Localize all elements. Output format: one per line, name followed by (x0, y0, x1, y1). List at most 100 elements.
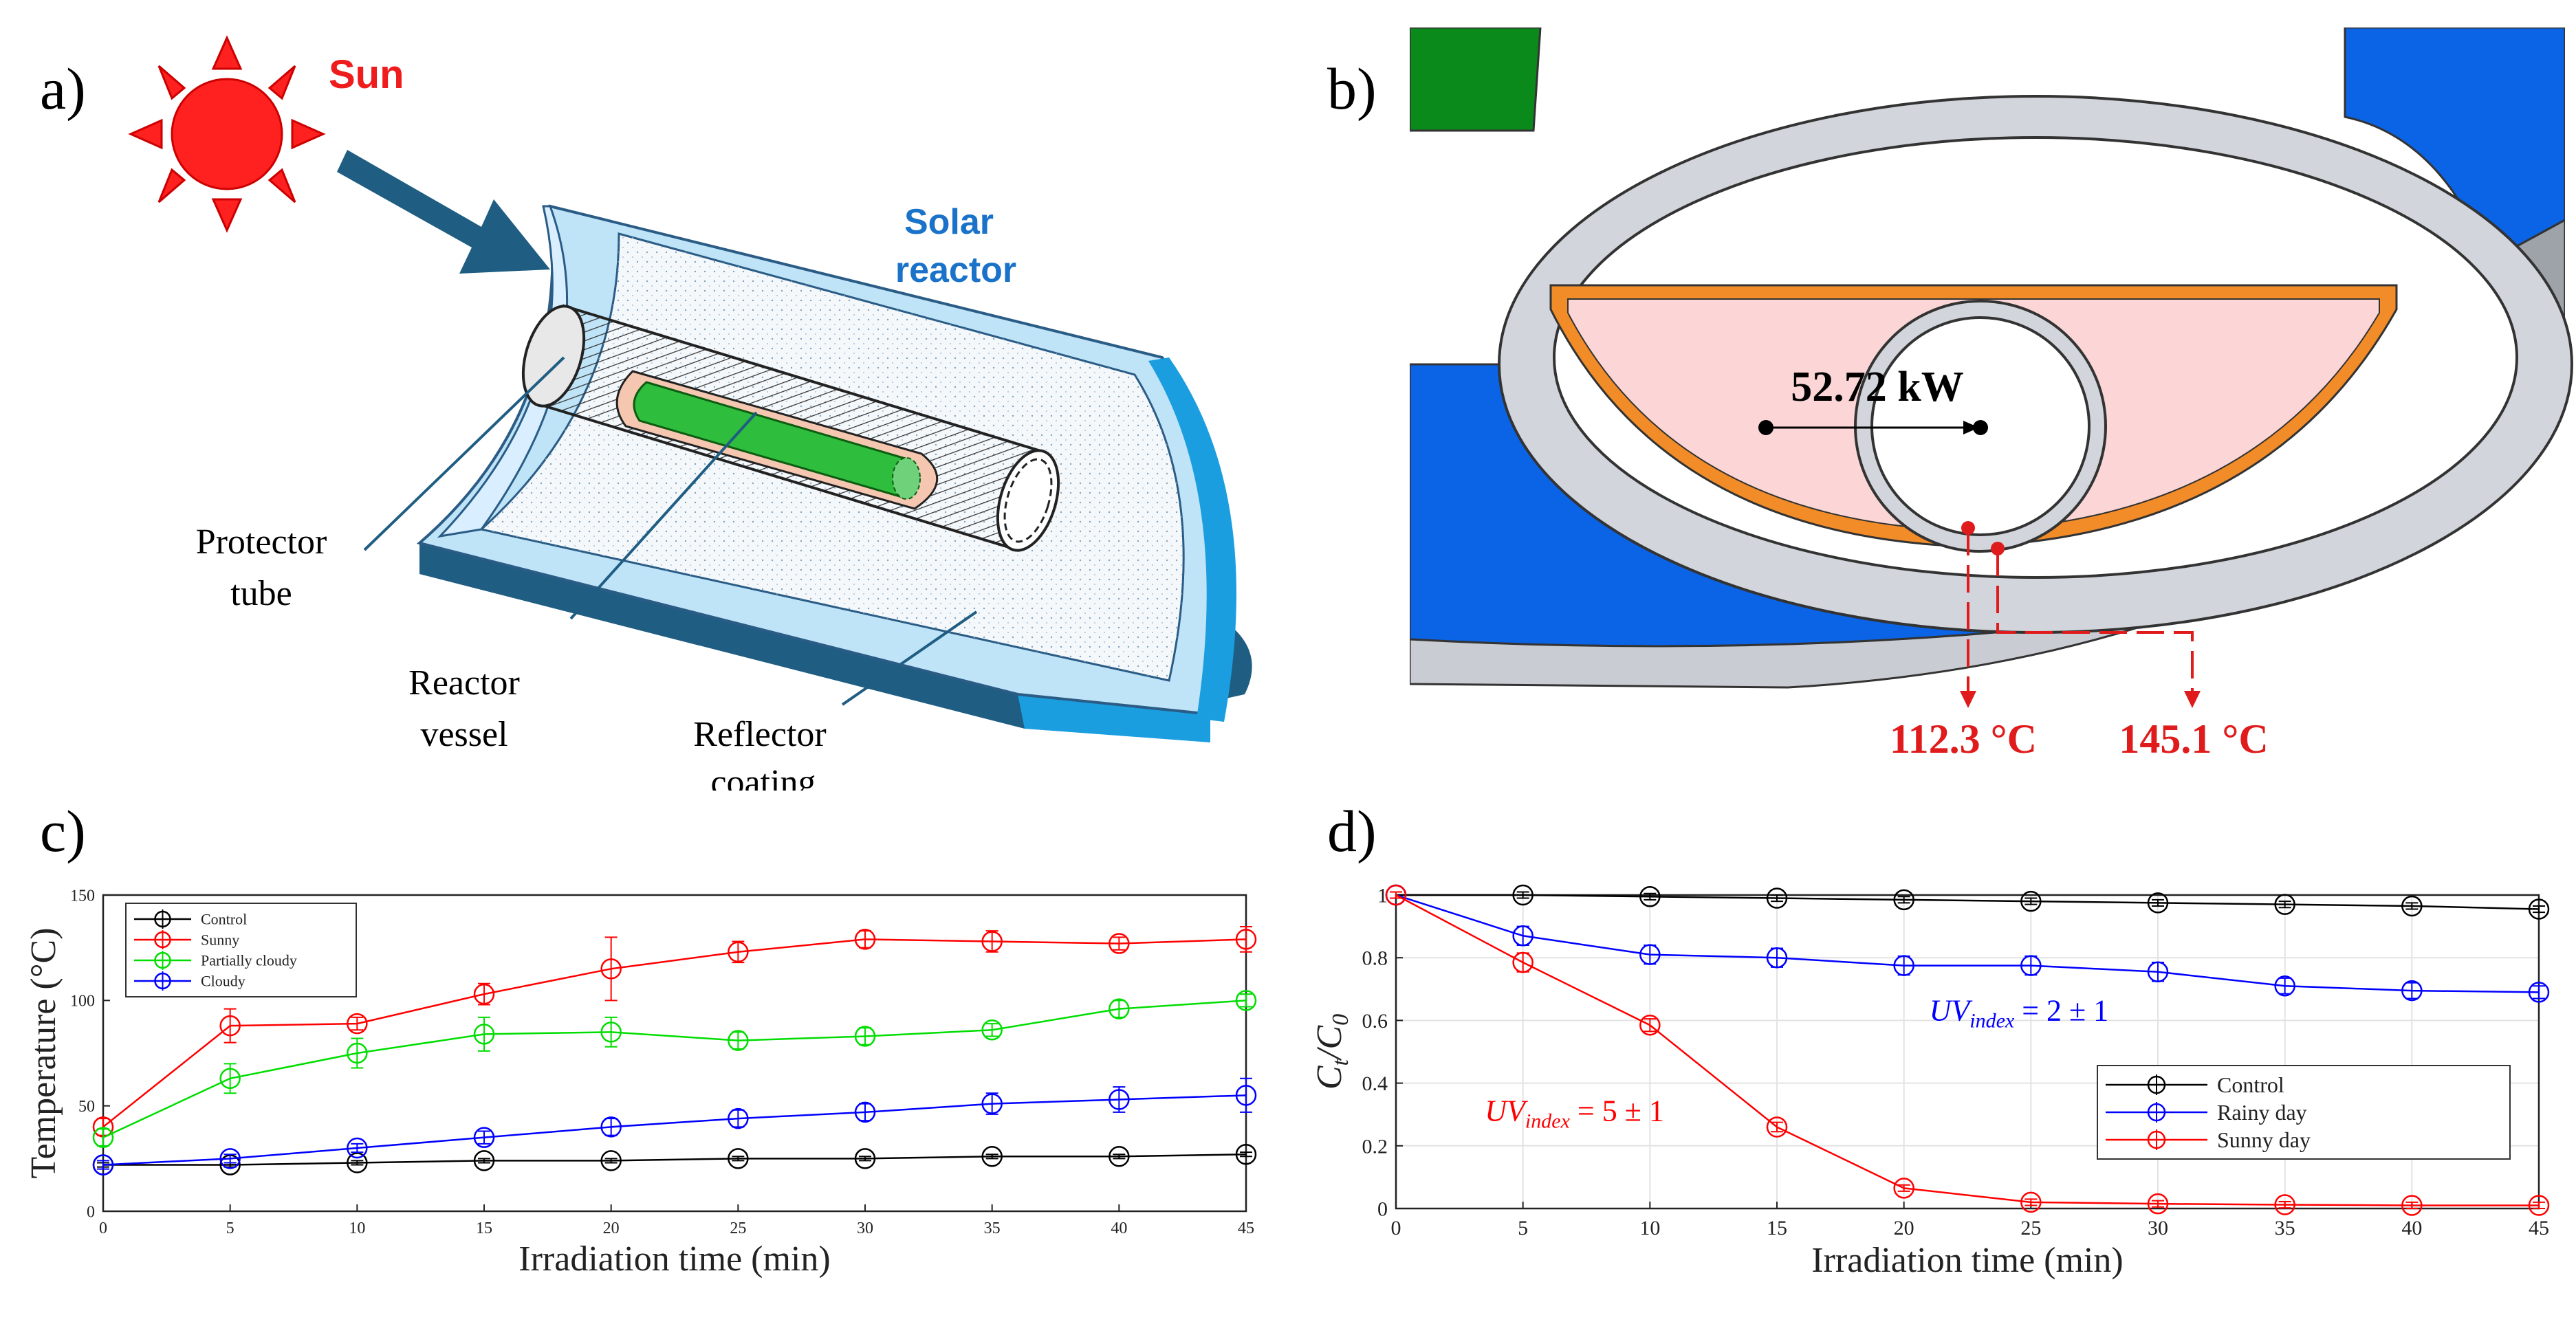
data-point (2020, 955, 2042, 976)
data-point (2401, 895, 2423, 917)
data-point (1512, 925, 1533, 947)
thermal-simulation-view: b) 52.72 kW 112.3 °C 145.1 °C (1327, 27, 2573, 762)
legend-label: Control (2217, 1072, 2284, 1097)
data-point (981, 1093, 1003, 1114)
data-point (728, 941, 749, 963)
data-point (2274, 1194, 2295, 1215)
data-point (854, 929, 876, 950)
plot-frame (102, 894, 1247, 1213)
x-tick-label: 30 (857, 1220, 873, 1237)
data-point (2528, 982, 2550, 1003)
data-point (600, 1150, 622, 1171)
data-point (473, 1127, 495, 1148)
data-point (1109, 1089, 1130, 1110)
solar-reactor-diagram: a) Sun (40, 35, 1252, 802)
solar-reactor-label-1: Solar (904, 202, 994, 242)
data-point (1639, 1014, 1661, 1036)
y-tick-label: 0 (87, 1203, 95, 1221)
data-point (219, 1015, 241, 1037)
x-tick-label: 15 (1767, 1217, 1787, 1239)
x-tick-label: 20 (603, 1220, 620, 1237)
power-label: 52.72 kW (1791, 364, 1963, 410)
y-tick-label: 150 (70, 887, 95, 905)
data-point (600, 1022, 622, 1043)
data-point (981, 1019, 1003, 1041)
panel-b-label: b) (1327, 56, 1377, 122)
data-point (2528, 898, 2550, 920)
data-point (2401, 980, 2423, 1002)
data-point (1893, 889, 1914, 911)
legend-label: Control (201, 911, 247, 928)
data-point (2147, 961, 2169, 982)
x-tick-label: 0 (1391, 1217, 1401, 1239)
x-tick-label: 35 (984, 1220, 1001, 1237)
panel-d-label: d) (1327, 798, 1377, 864)
y-tick-label: 1 (1377, 885, 1388, 907)
data-point (854, 1026, 876, 1047)
y-tick-label: 100 (70, 993, 95, 1011)
reflector-label-1: Reflector (693, 715, 826, 754)
data-point (1385, 884, 1407, 906)
data-point (2020, 890, 2042, 912)
data-point (2401, 1195, 2423, 1216)
sun-label: Sun (329, 52, 404, 97)
data-point (347, 1013, 368, 1035)
series-line-2 (102, 1000, 1247, 1138)
series-line-3 (102, 1094, 1247, 1166)
y-tick-label: 0.2 (1362, 1135, 1388, 1158)
panel-c-label: c) (40, 798, 86, 864)
data-point (1766, 887, 1788, 909)
data-point (1893, 1178, 1914, 1199)
data-point (1235, 1143, 1257, 1165)
data-point (1639, 944, 1661, 965)
data-point (728, 1107, 749, 1129)
panel-a: a) Sun (0, 0, 1307, 802)
legend-label: Partially cloudy (201, 952, 297, 969)
sun-icon (128, 35, 326, 233)
series-line-1 (102, 938, 1247, 1128)
data-point (1235, 1085, 1257, 1106)
callout-lines (363, 356, 978, 706)
temp-label-right: 145.1 °C (2119, 716, 2268, 762)
legend-label: Sunny day (2217, 1127, 2311, 1152)
data-point (2528, 1195, 2550, 1216)
data-point (219, 1068, 241, 1090)
series-line-2 (1395, 894, 2539, 1206)
plot-frame (1395, 894, 2540, 1210)
data-point (1512, 884, 1533, 906)
x-tick-label: 10 (1639, 1217, 1660, 1239)
annotation-1: UVindex = 5 ± 1 (1485, 1094, 1664, 1132)
y-tick-label: 0.6 (1362, 1010, 1388, 1033)
data-point (1512, 951, 1533, 973)
x-axis-label: Irradiation time (min) (519, 1239, 830, 1279)
reactor-vessel (615, 370, 939, 510)
x-tick-label: 45 (1238, 1220, 1254, 1237)
data-point (1109, 998, 1130, 1019)
x-tick-label: 0 (99, 1220, 107, 1237)
data-point (347, 1042, 368, 1064)
x-tick-label: 15 (476, 1220, 492, 1237)
data-point (2147, 1193, 2169, 1215)
vessel-label-1: Reactor (408, 663, 520, 703)
x-tick-label: 25 (2020, 1217, 2041, 1239)
data-point (854, 1101, 876, 1123)
legend-label: Rainy day (2217, 1100, 2307, 1125)
series-line-0 (1396, 894, 2540, 910)
data-point (219, 1148, 241, 1169)
panel-b: b) 52.72 kW 112.3 °C 145.1 °C (1307, 0, 2576, 791)
x-tick-label: 5 (1518, 1217, 1528, 1239)
x-tick-label: 40 (1111, 1220, 1127, 1237)
data-point (473, 1024, 495, 1045)
data-point (854, 1148, 876, 1169)
legend-label: Cloudy (201, 973, 245, 990)
x-axis-label: Irradiation time (min) (1811, 1241, 2123, 1280)
y-axis-label: Ct/C0 (1310, 1014, 1353, 1090)
y-axis-label: Temperature (°C) (24, 927, 63, 1178)
legend-label: Sunny (201, 931, 239, 949)
data-point (347, 1152, 368, 1173)
data-point (1235, 929, 1257, 950)
data-point (347, 1137, 368, 1159)
